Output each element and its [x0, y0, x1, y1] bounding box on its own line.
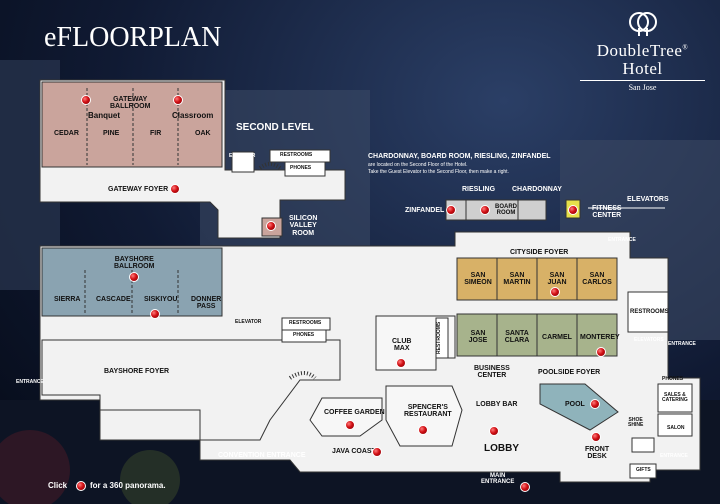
room-siskiyou: SISKIYOU — [144, 296, 178, 303]
panorama-pin-java-coast[interactable] — [372, 447, 382, 457]
room-cascade: CASCADE — [96, 296, 131, 303]
first-elevator-label: ELEVATOR — [235, 319, 262, 325]
sales-catering-label: SALES & CATERING — [662, 392, 688, 404]
logo-name-line1: DoubleTree — [596, 41, 683, 60]
panorama-pin-main-entrance[interactable] — [520, 482, 530, 492]
panorama-pin-spencers[interactable] — [418, 425, 428, 435]
legend-pin-icon — [76, 481, 86, 491]
second-restrooms-label: RESTROOMS — [280, 152, 313, 158]
panorama-pin-silicon-valley[interactable] — [266, 221, 276, 231]
first-restrooms-label: RESTROOMS — [289, 320, 322, 326]
silicon-valley-room-label: SILICON VALLEY ROOM — [289, 215, 318, 237]
gateway-foyer-label: GATEWAY FOYER — [108, 186, 169, 193]
restrooms-vertical-label: RESTROOMS — [436, 321, 442, 354]
zinfandel-label: ZINFANDEL — [405, 207, 445, 214]
panorama-pin-fitness-center[interactable] — [568, 205, 578, 215]
panorama-pin-club-max[interactable] — [396, 358, 406, 368]
room-san-jose: SAN JOSE — [468, 330, 488, 345]
gifts-label: GIFTS — [636, 467, 651, 473]
banquet-label: Banquet — [88, 111, 120, 120]
business-center-label: BUSINESS CENTER — [474, 365, 510, 380]
second-phones-label: PHONES — [290, 165, 312, 171]
shoe-shine-label: SHOE SHINE — [628, 417, 644, 429]
bayshore-ballroom-label: BAYSHORE BALLROOM — [114, 256, 155, 271]
logo-registered: ® — [682, 43, 689, 52]
java-coast-label: JAVA COAST — [332, 448, 376, 455]
logo-location: San Jose — [580, 80, 705, 92]
doubletree-logo-icon — [628, 12, 657, 36]
riesling-label: RIESLING — [462, 186, 496, 193]
panorama-pin-pool[interactable] — [590, 399, 600, 409]
room-san-martin: SAN MARTIN — [503, 272, 531, 287]
second-level-heading: SECOND LEVEL — [236, 122, 314, 133]
room-sierra: SIERRA — [54, 296, 81, 303]
board-room-label: BOARD ROOM — [495, 204, 517, 217]
inset-note-line2: Take the Guest Elevator to the Second Fl… — [368, 169, 509, 175]
logo-name-line2: Hotel — [622, 59, 663, 78]
entrance-top-right-label: ENTRANCE — [608, 237, 636, 243]
panorama-pin-coffee-garden[interactable] — [345, 420, 355, 430]
panorama-pin-board-room[interactable] — [480, 205, 490, 215]
room-carmel: CARMEL — [542, 334, 572, 341]
chardonnay-label: CHARDONNAY — [512, 186, 562, 193]
room-fir: FIR — [150, 130, 162, 137]
panorama-pin-siskiyou[interactable] — [150, 309, 160, 319]
panorama-pin-san-juan[interactable] — [550, 287, 560, 297]
panorama-pin-gateway-foyer[interactable] — [170, 184, 180, 194]
entrance-right-label: ENTRANCE — [668, 341, 696, 347]
footer-click-text: Click — [48, 481, 68, 490]
pool-label: POOL — [565, 401, 585, 408]
lobby-label: LOBBY — [484, 443, 519, 454]
panorama-pin-classroom[interactable] — [173, 95, 183, 105]
entrance-lower-right-label: ENTRANCE — [660, 453, 688, 459]
inset-note-title: CHARDONNAY, BOARD ROOM, RIESLING, ZINFAN… — [368, 153, 551, 160]
room-san-simeon: SAN SIMEON — [464, 272, 492, 287]
first-phones-label: PHONES — [293, 332, 315, 338]
inset-elevators-label: ELEVATORS — [627, 196, 669, 203]
panorama-pin-monterey[interactable] — [596, 347, 606, 357]
inset-note-line1: are located on the Second Floor of the H… — [368, 162, 468, 168]
coffee-garden-label: COFFEE GARDEN — [324, 409, 385, 416]
doubletree-logo: DoubleTree® Hotel San Jose — [580, 10, 705, 92]
cityside-foyer-label: CITYSIDE FOYER — [510, 249, 569, 256]
panorama-pin-bayshore-ballroom[interactable] — [129, 272, 139, 282]
room-santa-clara: SANTA CLARA — [504, 330, 530, 345]
room-san-carlos: SAN CARLOS — [582, 272, 612, 287]
page-title: eFLOORPLAN — [44, 22, 222, 53]
bayshore-foyer-label: BAYSHORE FOYER — [104, 368, 170, 375]
front-desk-label: FRONT DESK — [585, 446, 610, 461]
fitness-center-label: FITNESS CENTER — [592, 205, 622, 220]
room-donner-pass: DONNER PASS — [191, 296, 222, 311]
room-pine: PINE — [103, 130, 120, 137]
gateway-ballroom-label: GATEWAY BALLROOM — [110, 96, 151, 111]
footer-panorama-text: for a 360 panorama. — [90, 481, 166, 490]
classroom-label: Classroom — [172, 111, 214, 120]
phones-right-label: PHONES — [662, 376, 684, 382]
room-oak: OAK — [195, 130, 211, 137]
convention-entrance-label: CONVENTION ENTRANCE — [218, 452, 306, 459]
entrance-left-label: ENTRANCE — [16, 379, 44, 385]
main-entrance-label: MAIN ENTRANCE — [481, 473, 515, 486]
panorama-pin-banquet[interactable] — [81, 95, 91, 105]
poolside-foyer-label: POOLSIDE FOYER — [538, 369, 601, 376]
panorama-pin-front-desk[interactable] — [591, 432, 601, 442]
room-cedar: CEDAR — [54, 130, 79, 137]
room-san-juan: SAN JUAN — [547, 272, 567, 287]
restrooms-right-label: RESTROOMS — [630, 309, 669, 315]
room-monterey: MONTEREY — [580, 334, 620, 341]
club-max-label: CLUB MAX — [392, 338, 412, 353]
spencers-restaurant-label: SPENCER'S RESTAURANT — [404, 404, 452, 419]
salon-label: SALON — [667, 425, 685, 431]
panorama-pin-lobby[interactable] — [489, 426, 499, 436]
second-elevator-label: ELEVATOR — [229, 153, 256, 159]
lobby-bar-label: LOBBY BAR — [476, 401, 518, 408]
panorama-pin-zinfandel[interactable] — [446, 205, 456, 215]
elevators-right-label: ELEVATORS — [634, 337, 664, 343]
